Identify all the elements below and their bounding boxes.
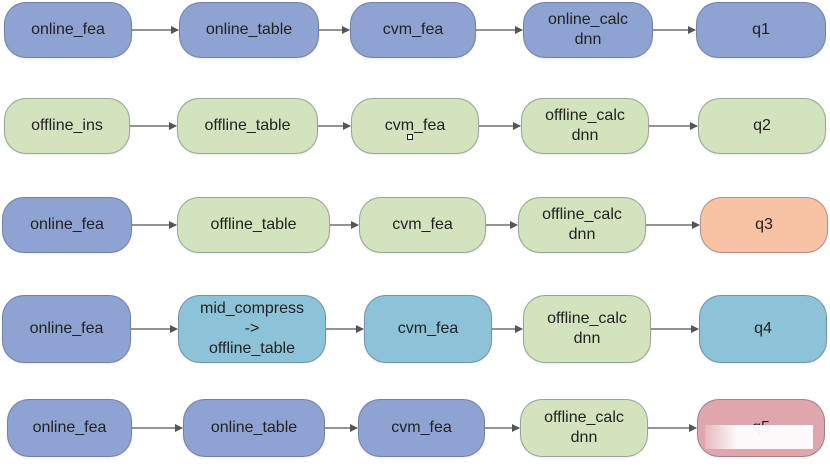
row-5-node-4: offline_calc dnn xyxy=(520,399,648,457)
row-4-node-3: cvm_fea xyxy=(364,295,492,363)
row-2-node-1: offline_ins xyxy=(4,98,130,154)
row-5-node-2: online_table xyxy=(183,399,325,457)
row-4-node-2: mid_compress -> offline_table xyxy=(178,295,326,363)
row-1-node-5: q1 xyxy=(696,2,826,58)
mouse-cursor-marker xyxy=(407,134,413,140)
watermark-overlay xyxy=(705,425,813,449)
row-1-node-2: online_table xyxy=(179,2,319,58)
row-1-node-3: cvm_fea xyxy=(350,2,476,58)
row-5-node-1: online_fea xyxy=(7,399,132,457)
row-4-node-5: q4 xyxy=(699,295,827,363)
row-4-node-1: online_fea xyxy=(2,295,131,363)
row-2-node-5: q2 xyxy=(698,98,826,154)
row-3-node-1: online_fea xyxy=(2,197,132,253)
row-2-node-4: offline_calc dnn xyxy=(521,98,649,154)
row-3-node-2: offline_table xyxy=(177,197,330,253)
row-2-node-3: cvm_fea xyxy=(351,98,479,154)
row-1-node-4: online_calc dnn xyxy=(523,2,653,58)
row-3-node-4: offline_calc dnn xyxy=(518,197,646,253)
row-2-node-2: offline_table xyxy=(177,98,318,154)
row-5-node-3: cvm_fea xyxy=(358,399,485,457)
row-3-node-5: q3 xyxy=(700,197,828,253)
row-4-node-4: offline_calc dnn xyxy=(523,295,651,363)
row-1-node-1: online_fea xyxy=(4,2,132,58)
row-3-node-3: cvm_fea xyxy=(359,197,486,253)
